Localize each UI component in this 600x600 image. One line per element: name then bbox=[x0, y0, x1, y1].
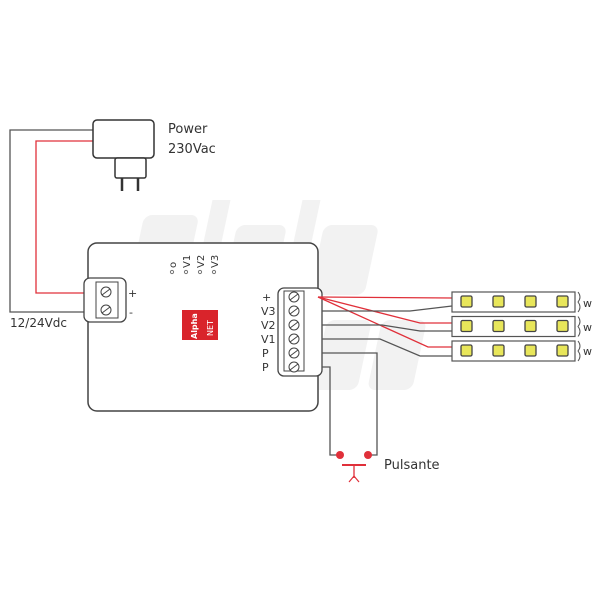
strip-label-1: w bbox=[583, 297, 592, 310]
led-chip bbox=[492, 319, 505, 333]
input-terminal-plus: + bbox=[128, 287, 137, 300]
led-strip bbox=[451, 291, 581, 313]
led-strip bbox=[451, 340, 581, 362]
led-label-v2: V2 bbox=[196, 255, 207, 268]
led-strip bbox=[451, 315, 581, 338]
led-chip bbox=[460, 344, 473, 357]
wire-positive-strip3 bbox=[317, 296, 452, 348]
terminal-label-v3: V3 bbox=[261, 305, 276, 318]
logo-text-net: NET bbox=[206, 320, 215, 336]
wire-p1 bbox=[322, 352, 378, 456]
alphanet-logo: Alpha NET bbox=[182, 310, 218, 340]
wire-p2 bbox=[322, 366, 340, 456]
wire-v2 bbox=[322, 324, 452, 332]
led-chip bbox=[492, 295, 505, 308]
led-chip bbox=[460, 295, 473, 308]
positive-supply-wire bbox=[35, 140, 93, 294]
led-chip bbox=[556, 344, 569, 357]
led-chip bbox=[524, 295, 537, 308]
wire-positive-strip1 bbox=[317, 296, 453, 299]
terminal-label-p2: P bbox=[262, 361, 269, 374]
led-chip bbox=[556, 295, 569, 308]
negative-supply-wire bbox=[9, 129, 93, 313]
led-chip bbox=[524, 319, 537, 333]
adapter-label-power: Power bbox=[168, 122, 208, 137]
power-adapter-icon bbox=[92, 119, 155, 191]
output-terminal-block bbox=[277, 287, 323, 377]
led-chip bbox=[460, 319, 473, 333]
status-leds: o V1 V2 V3 bbox=[168, 255, 221, 275]
input-terminal-block bbox=[83, 277, 127, 323]
terminal-label-plus: + bbox=[262, 291, 271, 304]
strip-label-3: w bbox=[583, 345, 592, 358]
wire-v3 bbox=[322, 305, 453, 312]
wire-v1 bbox=[322, 338, 452, 357]
led-label-v1: V1 bbox=[182, 255, 193, 268]
terminal-label-p1: P bbox=[262, 347, 269, 360]
led-label-power: o bbox=[168, 262, 179, 268]
led-chip bbox=[556, 319, 569, 333]
led-chip bbox=[492, 344, 505, 357]
input-terminal-minus: - bbox=[129, 306, 133, 319]
wire-positive-strip2 bbox=[317, 296, 452, 324]
logo-text-alpha: Alpha bbox=[190, 313, 199, 339]
led-label-v3: V3 bbox=[210, 255, 221, 268]
terminal-label-v1: V1 bbox=[261, 333, 276, 346]
led-chip bbox=[524, 344, 537, 357]
output-wires bbox=[317, 296, 453, 456]
supply-voltage-label: 12/24Vdc bbox=[10, 316, 67, 330]
pushbutton-icon bbox=[336, 451, 372, 483]
led-strips bbox=[451, 291, 581, 362]
terminal-label-v2: V2 bbox=[261, 319, 276, 332]
strip-label-2: w bbox=[583, 321, 592, 334]
pushbutton-label: Pulsante bbox=[384, 458, 440, 473]
adapter-label-voltage: 230Vac bbox=[168, 142, 216, 157]
